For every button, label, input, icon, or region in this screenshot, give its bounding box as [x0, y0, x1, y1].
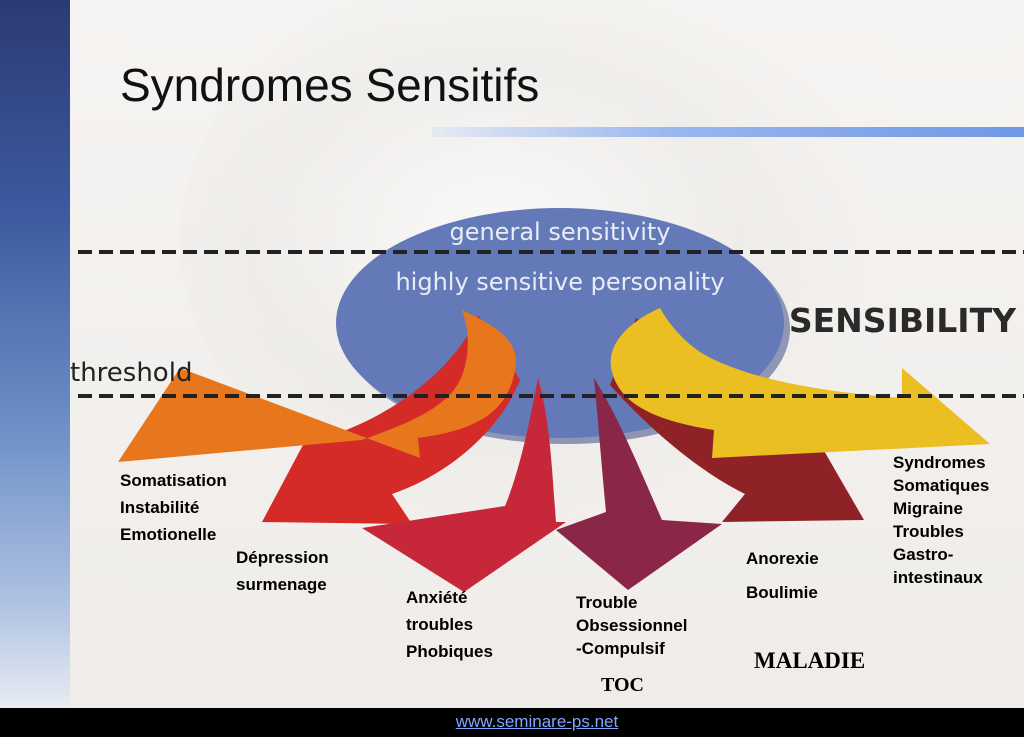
arrow-syndromes	[610, 308, 990, 458]
left-gradient-bar	[0, 0, 70, 708]
arrow-toc	[556, 378, 722, 590]
sensitivity-diagram: general sensitivity highly sensitive per…	[70, 208, 1024, 592]
arrow-depression	[262, 315, 520, 524]
footer-bar: www.seminare-ps.net	[0, 708, 1024, 737]
label-syndromes: Syndromes Somatiques Migraine Troubles G…	[893, 453, 990, 587]
label-somatisation: Somatisation Instabilité Emotionelle	[120, 471, 227, 544]
arrow-somatisation	[118, 310, 516, 462]
threshold-label: threshold	[70, 358, 192, 388]
label-anorexie: Anorexie Boulimie	[746, 549, 819, 602]
slide-title: Syndromes Sensitifs	[120, 59, 540, 111]
ellipse-top-text: general sensitivity	[449, 218, 670, 246]
ellipse-bottom-text: highly sensitive personality	[395, 268, 724, 296]
sensibility-label: SENSIBILITY	[789, 301, 1017, 340]
footer-link[interactable]: www.seminare-ps.net	[455, 712, 619, 731]
label-toc: Trouble Obsessionnel -Compulsif	[576, 593, 688, 658]
title-underline-bar	[432, 127, 1024, 137]
label-anxiete: Anxiété troubles Phobiques	[406, 588, 493, 661]
label-depression: Dépression surmenage	[236, 548, 329, 594]
arrow-anxiete	[362, 378, 566, 592]
maladie-label: MALADIE	[754, 648, 866, 673]
toc-label: TOC	[601, 674, 644, 696]
slide: Syndromes Sensitifs general sensitivity …	[0, 0, 1024, 708]
